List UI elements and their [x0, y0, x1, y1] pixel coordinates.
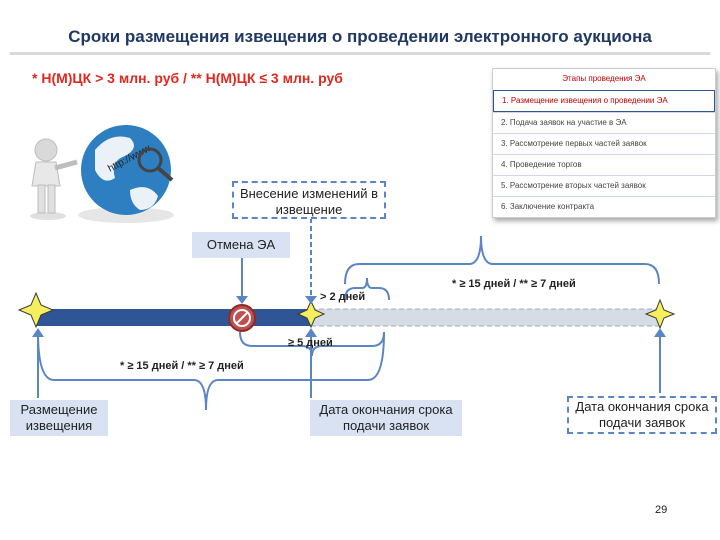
label-terms-top: * ≥ 15 дней / ** ≥ 7 дней — [452, 278, 576, 290]
no-entry-icon — [228, 304, 256, 332]
cancel-box: Отмена ЭА — [192, 232, 290, 258]
timeline-solid — [36, 309, 311, 326]
label-more-2-days: > 2 дней — [320, 291, 366, 303]
brace-terms-bottom — [37, 331, 385, 411]
brace-min-5-days — [239, 331, 385, 357]
label-terms-bottom: * ≥ 15 дней / ** ≥ 7 дней — [120, 360, 244, 372]
star-marker-icon — [17, 291, 55, 329]
stage-item: 4. Проведение торгов — [493, 154, 715, 175]
stages-panel-title: Этапы проведения ЭА — [562, 74, 646, 83]
star-marker-icon — [296, 299, 326, 329]
deadline-box: Дата окончания срока подачи заявок — [310, 400, 462, 436]
stage-item: 2. Подача заявок на участие в ЭА — [493, 112, 715, 133]
stage-item: 5. Рассмотрение вторых частей заявок — [493, 175, 715, 196]
stage-item: 3. Рассмотрение первых частей заявок — [493, 133, 715, 154]
person-with-magnifier-icon — [30, 138, 174, 220]
stage-item: 6. Заключение контракта — [493, 196, 715, 217]
placement-box: Размещение извещения — [10, 400, 108, 436]
globe-icon: http://www. — [78, 125, 174, 223]
price-condition-subtitle: * Н(М)ЦК > 3 млн. руб / ** Н(М)ЦК ≤ 3 мл… — [32, 70, 343, 86]
timeline-extended — [310, 308, 662, 327]
label-min-5-days: ≥ 5 дней — [288, 337, 333, 349]
changes-box: Внесение изменений в извещение — [232, 181, 386, 219]
brace-more-2-days — [344, 277, 390, 301]
stages-panel: Этапы проведения ЭА 1. Размещение извеще… — [492, 68, 716, 218]
page-title: Сроки размещения извещения о проведении … — [68, 27, 652, 46]
page-number: 29 — [655, 504, 668, 516]
stage-item: 1. Размещение извещения о проведении ЭА — [493, 90, 715, 112]
new-deadline-box: Дата окончания срока подачи заявок — [567, 396, 717, 434]
brace-terms-top — [344, 235, 660, 285]
title-divider — [10, 52, 710, 55]
